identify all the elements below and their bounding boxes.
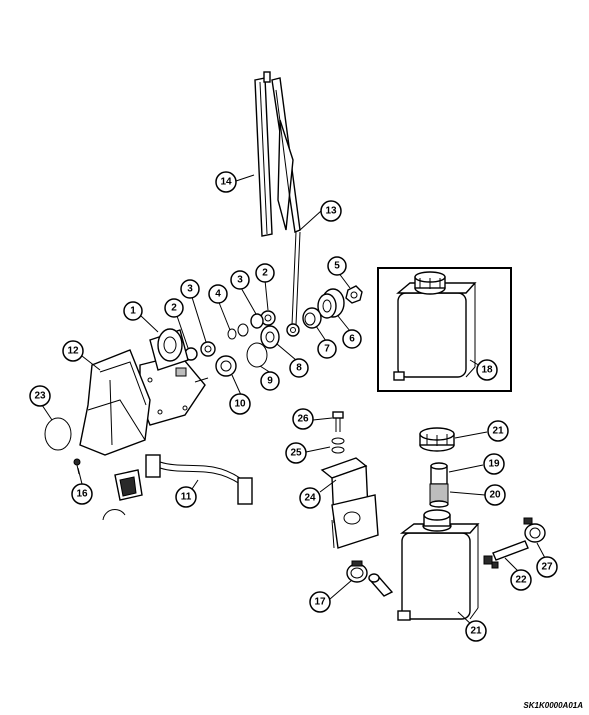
callout-8: 8: [289, 358, 309, 378]
callout-5: 5: [327, 256, 347, 276]
callout-20: 20: [484, 484, 506, 506]
wiper-blade: [254, 71, 273, 237]
washer-8: [260, 325, 280, 349]
svg-text:6: 6: [349, 334, 355, 345]
svg-text:8: 8: [296, 363, 302, 374]
sleeve-20: [429, 483, 449, 508]
svg-text:13: 13: [325, 206, 337, 217]
callout-16: 16: [71, 483, 93, 505]
svg-text:5: 5: [334, 261, 340, 272]
hose-piece: [368, 573, 394, 597]
callout-6: 6: [342, 329, 362, 349]
wiper-motor: [139, 328, 209, 426]
callout-10: 10: [229, 393, 251, 415]
callout-17: 17: [309, 591, 331, 613]
svg-text:19: 19: [488, 459, 500, 470]
svg-text:7: 7: [324, 344, 330, 355]
o-ring-23: [44, 417, 72, 451]
svg-text:2: 2: [262, 268, 268, 279]
svg-text:22: 22: [515, 575, 527, 586]
tank-cap: [419, 427, 455, 452]
switch-harness: [102, 454, 253, 521]
clamp-27: [523, 517, 546, 543]
callout-18: 18: [476, 359, 498, 381]
callout-23: 23: [29, 385, 51, 407]
callout-21: 21: [487, 420, 509, 442]
svg-text:11: 11: [181, 492, 192, 503]
callout-26: 26: [292, 408, 314, 430]
svg-text:24: 24: [304, 493, 316, 504]
callout-11: 11: [175, 486, 197, 508]
reference-code: SK1K0000A01A: [523, 701, 583, 710]
svg-text:1: 1: [130, 306, 136, 317]
washer-10: [215, 355, 237, 377]
callout-27: 27: [536, 556, 558, 578]
reservoir-detail-box: [377, 267, 512, 392]
callout-22: 22: [510, 569, 532, 591]
svg-text:4: 4: [215, 289, 221, 300]
svg-text:16: 16: [76, 489, 88, 500]
callout-19: 19: [483, 453, 505, 475]
cap-nut: [345, 285, 363, 304]
boot-cap: [317, 288, 345, 319]
svg-text:23: 23: [34, 391, 46, 402]
svg-text:18: 18: [481, 365, 493, 376]
washer-tank: [397, 509, 480, 621]
svg-text:17: 17: [314, 597, 326, 608]
svg-text:20: 20: [489, 490, 501, 501]
svg-text:27: 27: [541, 562, 553, 573]
svg-text:14: 14: [220, 177, 232, 188]
o-ring-9: [246, 342, 268, 368]
leader-lines: [41, 174, 546, 627]
filter-19: [430, 462, 448, 485]
bolt-26: [332, 411, 344, 432]
clamp-17: [346, 560, 368, 583]
svg-text:21: 21: [470, 626, 482, 637]
callout-7: 7: [317, 339, 337, 359]
svg-text:3: 3: [237, 275, 243, 286]
callout-3: 3: [230, 270, 250, 290]
callout-2: 2: [255, 263, 275, 283]
callout-13: 13: [320, 200, 342, 222]
callout-4: 4: [208, 284, 228, 304]
callout-9: 9: [260, 371, 280, 391]
wiper-arm: [271, 77, 301, 337]
svg-text:9: 9: [267, 376, 273, 387]
bracket-24: [320, 457, 379, 549]
callout-12: 12: [62, 340, 84, 362]
small-rings: [184, 310, 276, 361]
callout-25: 25: [285, 442, 307, 464]
svg-text:3: 3: [187, 284, 193, 295]
callout-24: 24: [299, 487, 321, 509]
washers-25: [331, 437, 345, 454]
svg-text:21: 21: [492, 426, 504, 437]
svg-text:25: 25: [290, 448, 302, 459]
callout-1: 1: [123, 301, 143, 321]
svg-text:10: 10: [234, 399, 246, 410]
svg-text:26: 26: [297, 414, 309, 425]
motor-cover: [79, 349, 151, 456]
svg-text:2: 2: [171, 303, 177, 314]
callout-21: 21: [465, 620, 487, 642]
callout-3: 3: [180, 279, 200, 299]
callout-14: 14: [215, 171, 237, 193]
svg-text:12: 12: [67, 346, 79, 357]
washer-pump-22: [483, 540, 529, 569]
callout-2: 2: [164, 298, 184, 318]
bushing: [302, 307, 322, 329]
